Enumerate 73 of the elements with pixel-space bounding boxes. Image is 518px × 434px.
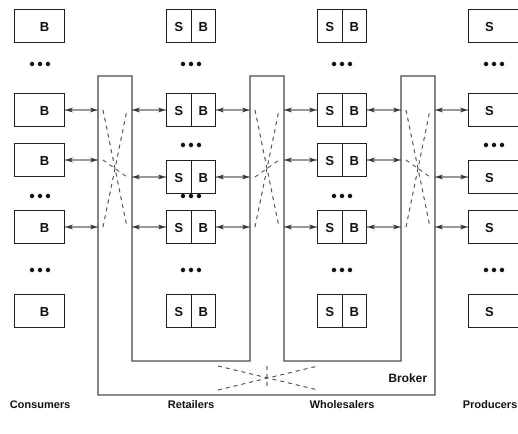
arrow bbox=[132, 108, 166, 112]
agent-box bbox=[14, 93, 65, 127]
box-label: S bbox=[484, 218, 495, 236]
box-label: B bbox=[38, 302, 50, 320]
box-label: S bbox=[173, 218, 184, 236]
box-label: S bbox=[173, 18, 184, 36]
box-label: B bbox=[38, 18, 50, 36]
agent-box bbox=[166, 294, 216, 328]
box-label: B bbox=[190, 10, 215, 42]
column-label: Producers bbox=[462, 399, 518, 411]
arrow bbox=[434, 174, 468, 180]
agent-box bbox=[317, 9, 367, 43]
box-label: B bbox=[342, 144, 366, 176]
box-label: B bbox=[38, 152, 50, 170]
agent-box bbox=[468, 160, 518, 194]
agent-box bbox=[14, 210, 65, 244]
column-label: Consumers bbox=[10, 399, 70, 411]
agent-box bbox=[166, 9, 216, 43]
agent-box bbox=[468, 210, 518, 244]
arrow bbox=[366, 158, 402, 162]
box-label: S bbox=[324, 18, 336, 36]
box-label: S bbox=[484, 102, 495, 120]
box-label: S bbox=[324, 102, 336, 120]
agent-box bbox=[468, 9, 518, 43]
box-label: S bbox=[173, 168, 184, 186]
agent-box bbox=[166, 210, 216, 244]
arrow bbox=[284, 158, 318, 162]
arrow bbox=[216, 224, 250, 230]
agent-box bbox=[166, 160, 216, 194]
box-label: S bbox=[173, 302, 184, 320]
arrow bbox=[132, 224, 166, 230]
agent-box bbox=[317, 294, 367, 328]
column-label: Wholesalers bbox=[310, 399, 374, 411]
box-label: S bbox=[324, 302, 336, 320]
agent-box bbox=[317, 143, 367, 177]
box-label: S bbox=[324, 218, 336, 236]
box-label: B bbox=[342, 211, 366, 243]
arrow bbox=[64, 224, 98, 230]
arrow bbox=[434, 224, 468, 230]
box-label: B bbox=[190, 94, 215, 126]
box-label: B bbox=[190, 295, 215, 327]
box-label: B bbox=[38, 218, 50, 236]
box-label: B bbox=[38, 102, 50, 120]
arrow bbox=[284, 224, 318, 230]
box-label: B bbox=[342, 295, 366, 327]
broker-label: Broker bbox=[388, 371, 427, 385]
agent-box bbox=[166, 93, 216, 127]
box-label: B bbox=[342, 10, 366, 42]
agent-box bbox=[468, 93, 518, 127]
box-label: B bbox=[190, 211, 215, 243]
agent-box bbox=[14, 9, 65, 43]
arrow bbox=[434, 108, 468, 112]
arrow bbox=[366, 224, 402, 230]
agent-box bbox=[468, 294, 518, 328]
arrow bbox=[216, 108, 250, 112]
arrow bbox=[366, 108, 402, 112]
agent-box bbox=[14, 143, 65, 177]
column-label: Retailers bbox=[168, 399, 214, 411]
arrow bbox=[216, 174, 250, 180]
arrow bbox=[64, 108, 98, 112]
agent-box bbox=[317, 210, 367, 244]
agent-box bbox=[317, 93, 367, 127]
box-label: S bbox=[484, 168, 495, 186]
box-label: S bbox=[324, 152, 336, 170]
box-label: B bbox=[190, 161, 215, 193]
arrow bbox=[64, 158, 98, 162]
box-label: S bbox=[173, 102, 184, 120]
arrow bbox=[132, 174, 166, 180]
agent-box bbox=[14, 294, 65, 328]
box-label: B bbox=[342, 94, 366, 126]
arrow bbox=[284, 108, 318, 112]
box-label: S bbox=[484, 18, 495, 36]
box-label: S bbox=[484, 302, 495, 320]
